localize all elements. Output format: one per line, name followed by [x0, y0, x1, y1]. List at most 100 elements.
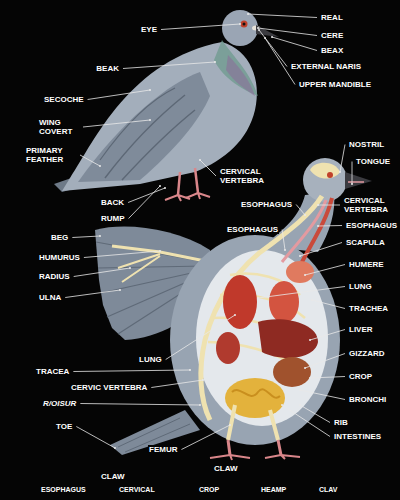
part-label: BEAX [320, 46, 344, 55]
leader-dot [317, 204, 319, 206]
leader-line [84, 251, 160, 258]
leader-dot [119, 289, 121, 291]
leader-line [80, 404, 200, 406]
leader-dot [281, 404, 283, 406]
leader-dot [339, 171, 341, 173]
leader-line [310, 377, 345, 379]
leader-dot [164, 187, 166, 189]
part-label: CLAW [213, 464, 239, 473]
leader-line [74, 268, 130, 277]
leader-line [300, 243, 342, 257]
leader-line [123, 62, 215, 69]
leader-dot [189, 369, 191, 371]
part-label: CERVICAL VERTEBRA [219, 167, 276, 185]
leader-line [80, 155, 100, 166]
part-label: PRIMARY FEATHER [25, 146, 77, 164]
leader-dot [258, 29, 260, 31]
part-label: INTESTINES [333, 432, 382, 441]
leader-dot [299, 389, 301, 391]
leader-dot [304, 367, 306, 369]
leader-dot [309, 339, 311, 341]
leader-dot [257, 27, 259, 29]
leader-line [83, 120, 150, 127]
part-label: SECOCHE [43, 95, 85, 104]
part-label: FEMUR [148, 445, 178, 454]
leader-dot [299, 404, 301, 406]
part-label: LUNG [138, 355, 163, 364]
leader-dot [129, 267, 131, 269]
part-label: ESOPHAGUS [240, 200, 293, 209]
part-label: WING COVERT [38, 118, 80, 136]
part-label: BRONCHI [348, 395, 387, 404]
leader-line [272, 37, 317, 51]
leader-dot [351, 183, 353, 185]
part-label: SCAPULA [345, 238, 386, 247]
leader-line [312, 300, 345, 309]
leader-dot [284, 249, 286, 251]
leader-line [305, 265, 345, 276]
leader-dot [149, 119, 151, 121]
part-label: NOSTRIL [348, 140, 385, 149]
leader-line [305, 354, 345, 369]
leader-dot [309, 377, 311, 379]
part-label: ESOPHAGUS [345, 221, 398, 230]
leader-dot [214, 61, 216, 63]
part-label: R/OISUR [42, 399, 77, 408]
part-label: CERVICAL VERTEBRA [343, 196, 395, 214]
part-label: ULNA [38, 293, 62, 302]
part-label: LIVER [348, 325, 374, 334]
leader-dot [159, 250, 161, 252]
leader-dot [299, 255, 301, 257]
part-label: REAL [320, 13, 344, 22]
part-label: GIZZARD [348, 349, 386, 358]
leader-dot [317, 225, 319, 227]
leader-line [282, 405, 330, 437]
part-label: CLAW [100, 472, 126, 481]
leader-line [181, 425, 230, 450]
part-label: CERE [320, 31, 344, 40]
leader-line [161, 24, 240, 30]
leader-dot [311, 299, 313, 301]
leader-line [259, 30, 287, 67]
part-label: HUMERE [348, 260, 385, 269]
part-label: LUNG [348, 282, 373, 291]
leader-dot [99, 165, 101, 167]
leader-dot [247, 13, 249, 15]
leader-dot [199, 159, 201, 161]
leader-dot [257, 297, 259, 299]
leader-dot [304, 214, 306, 216]
leader-line [258, 287, 345, 299]
part-label: BEAK [95, 64, 120, 73]
part-label: UPPER MANDIBLE [298, 80, 372, 89]
part-label: HUMURUS [38, 253, 81, 262]
leader-line [166, 315, 235, 360]
leader-line [76, 427, 115, 449]
footer-label: CROP [198, 486, 220, 494]
part-label: RADIUS [38, 272, 71, 281]
part-label: TRACEA [35, 367, 70, 376]
leader-line [248, 14, 317, 18]
leader-dot [234, 314, 236, 316]
leader-dot [199, 404, 201, 406]
leader-line [296, 205, 305, 216]
leader-dot [264, 37, 266, 39]
footer-label: ESOPHAGUS [40, 486, 87, 494]
leader-line [72, 236, 100, 238]
footer-label: CLAV [318, 486, 339, 494]
leader-dot [114, 447, 116, 449]
part-label: EXTERNAL NARIS [290, 62, 362, 71]
leader-line [318, 225, 342, 227]
footer-label: HEAMP [260, 486, 287, 494]
leader-line [340, 145, 345, 173]
leader-line [318, 205, 340, 206]
leader-line [300, 390, 345, 400]
part-label: CERVIC VERTEBRA [70, 383, 148, 392]
leader-line [129, 186, 160, 219]
leader-line [282, 230, 285, 251]
part-label: BEG [50, 233, 69, 242]
leader-dot [99, 235, 101, 237]
leader-line [73, 370, 190, 372]
leader-dot [304, 274, 306, 276]
part-label: TONGUE [355, 157, 391, 166]
leader-dot [271, 36, 273, 38]
